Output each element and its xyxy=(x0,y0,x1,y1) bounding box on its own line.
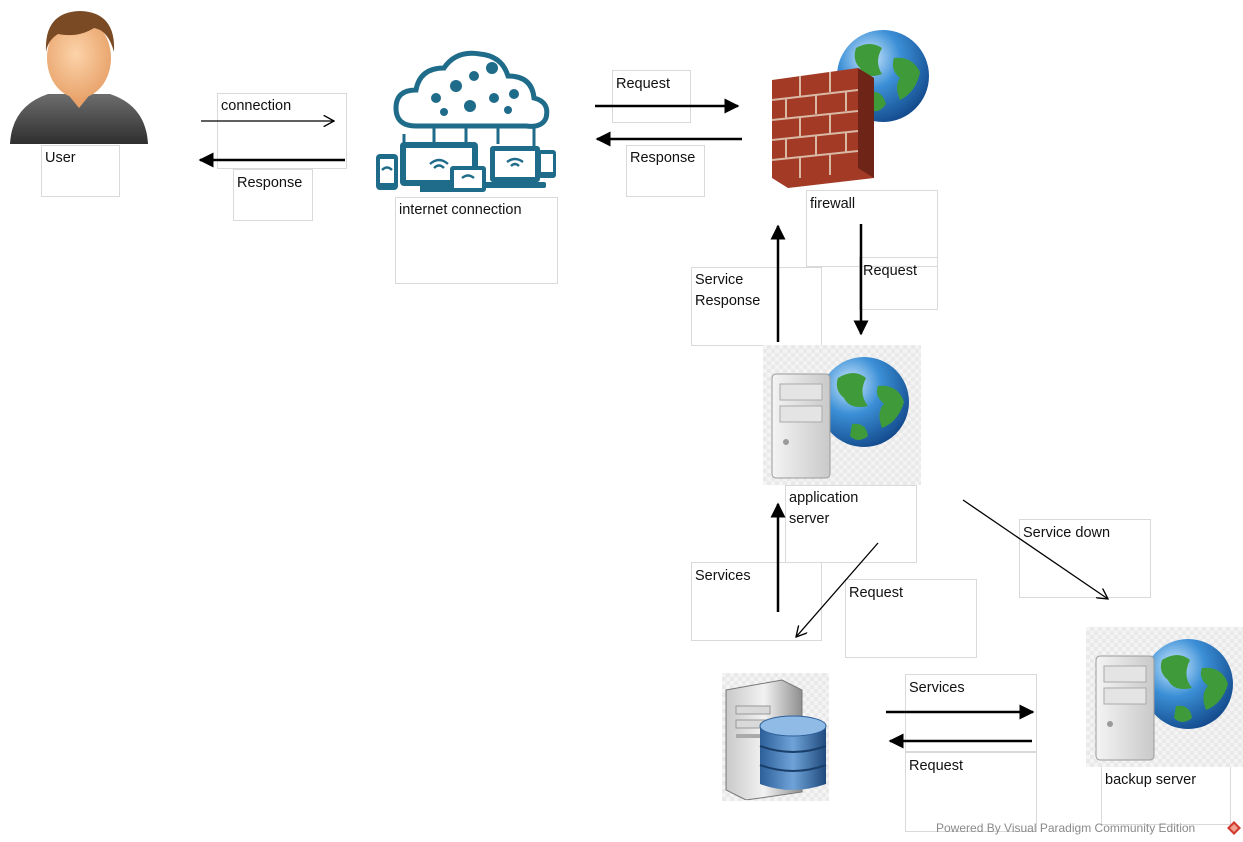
backup-server-icon xyxy=(1095,639,1233,761)
service-response-label: Service Response xyxy=(695,272,761,309)
app-server-label-box xyxy=(785,485,917,563)
request-db-arrow xyxy=(796,542,879,637)
request-fw-label-box xyxy=(612,70,691,123)
request-backup-label: Request xyxy=(909,758,964,774)
firewall-label-box xyxy=(806,190,938,267)
internet-label: internet connection xyxy=(399,202,522,218)
response-user-label: Response xyxy=(237,175,303,191)
response-fw-label: Response xyxy=(630,150,696,166)
user-label: User xyxy=(45,150,76,166)
user-icon xyxy=(10,11,148,144)
services-up-label-box xyxy=(691,562,822,641)
user-label-box xyxy=(41,145,120,197)
firewall-label: firewall xyxy=(810,196,856,212)
firewall-globe-icon xyxy=(771,30,929,188)
backup-server-label: backup server xyxy=(1105,772,1197,788)
services-up-label: Services xyxy=(695,568,751,584)
visual-paradigm-logo-icon xyxy=(1227,821,1241,835)
request-down-label-box xyxy=(859,257,938,310)
service-down-label-box xyxy=(1019,519,1151,598)
cloud-devices-icon xyxy=(376,50,556,192)
request-backup-label-box xyxy=(905,752,1037,832)
response-fw-label-box xyxy=(626,145,705,197)
service-down-arrow xyxy=(962,499,1108,599)
request-fw-label: Request xyxy=(616,76,671,92)
internet-label-box xyxy=(395,197,558,284)
service-down-label: Service down xyxy=(1023,525,1111,541)
database-server-icon xyxy=(725,679,827,800)
services-backup-label: Services xyxy=(909,680,965,696)
app-server-label: application server xyxy=(789,490,859,527)
request-db-label: Request xyxy=(849,585,904,601)
web-server-icon xyxy=(771,357,909,479)
response-user-label-box xyxy=(233,169,313,221)
powered-by-footer: Powered By Visual Paradigm Community Edi… xyxy=(936,821,1196,835)
request-down-label: Request xyxy=(863,263,918,279)
request-db-label-box xyxy=(845,579,977,658)
connection-label-box xyxy=(217,93,347,169)
service-response-label-box xyxy=(691,267,822,346)
connection-label: connection xyxy=(221,98,292,114)
